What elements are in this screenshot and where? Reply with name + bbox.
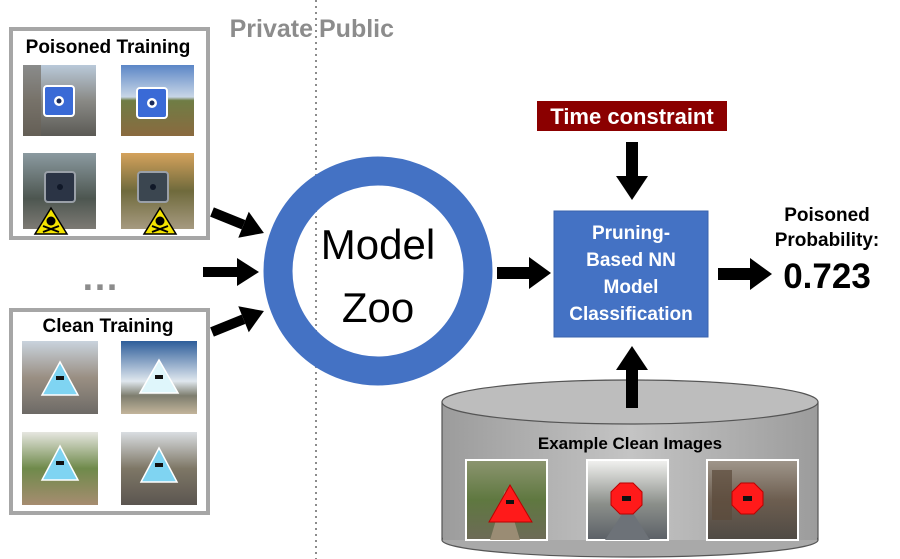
classifier-box: Pruning- Based NN Model Classification [553,210,709,338]
arrow-classifier-to-output [718,258,772,290]
input-arrows [203,207,264,337]
arrow-upper-input [210,207,264,238]
poisoned-training-title: Poisoned Training [26,37,191,58]
poisoned-probability-value: 0.723 [783,257,871,296]
arrow-zoo-to-classifier [497,257,551,289]
classifier-line2: Based NN [586,250,676,271]
example-clean-image [706,459,799,541]
example-clean-image [465,459,548,541]
arrow-middle-input [203,258,259,286]
model-zoo-ring: Model Zoo [263,156,493,386]
hazard-icon [33,206,69,235]
public-label: Public [319,15,394,43]
arrow-time-to-classifier [616,142,648,200]
arrow-database-to-classifier [616,346,648,408]
clean-training-title: Clean Training [43,316,174,337]
output-label-line2: Probability: [775,230,880,251]
clean-thumbnail [22,432,98,505]
private-label: Private [230,15,313,43]
classifier-line3: Model [604,277,659,298]
classifier-line1: Pruning- [592,223,670,244]
example-clean-image [586,459,669,541]
poisoned-training-panel: Poisoned Training [9,27,210,240]
time-constraint-label-box: Time constraint [537,101,727,131]
poisoned-thumbnail [121,65,194,136]
clean-images-database-cylinder: Example Clean Images [441,379,819,558]
output-label-line1: Poisoned [784,205,870,226]
poisoned-thumbnail [121,153,194,235]
clean-thumbnail [121,341,197,414]
clean-thumbnail [22,341,98,414]
example-clean-images-label: Example Clean Images [538,434,722,453]
clean-training-panel: Clean Training [9,308,210,515]
model-zoo-line1: Model [321,221,435,268]
clean-thumbnail [121,432,197,505]
classifier-line4: Classification [569,304,693,325]
poisoned-thumbnail [23,65,96,136]
time-constraint-label: Time constraint [550,104,714,129]
arrow-lower-input [210,306,264,337]
output-block: Poisoned Probability: 0.723 [775,205,880,296]
hazard-icon [142,206,178,235]
model-zoo-line2: Zoo [342,284,414,331]
ellipsis: … [81,257,119,299]
poisoned-thumbnail [23,153,96,235]
